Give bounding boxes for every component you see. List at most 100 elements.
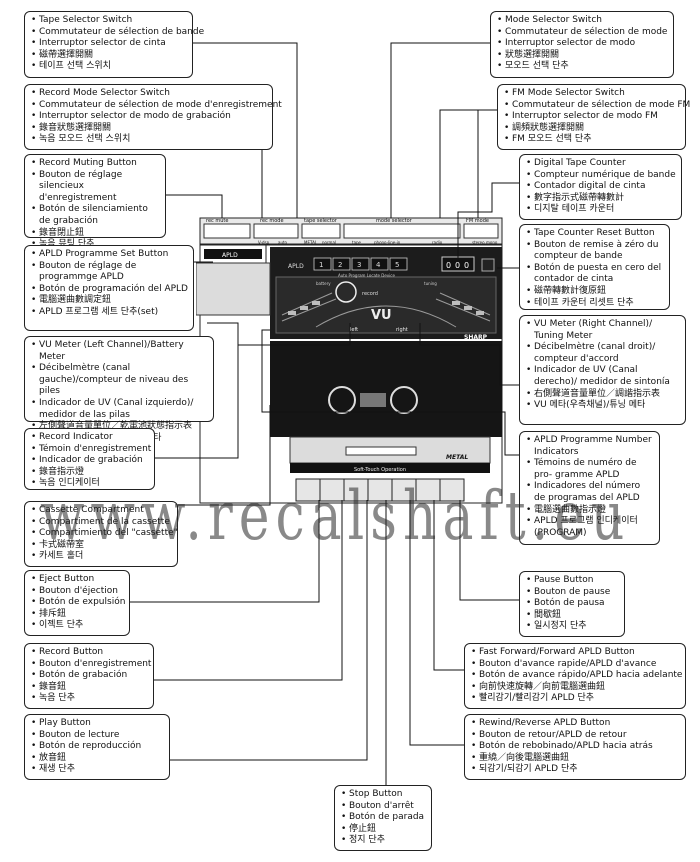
lbl-mode-selector: mode selector: [376, 218, 413, 224]
digital-counter-ko: 디지탈 테이프 카운터: [526, 204, 676, 216]
apld-number-en: APLD Programme Number Indicators: [526, 435, 654, 458]
rec-mode-switch[interactable]: [253, 223, 299, 239]
pause-ko: 일시정지 단추: [526, 621, 619, 633]
digital-counter-en: Digital Tape Counter: [526, 158, 676, 170]
lbl-record: record: [362, 291, 378, 297]
mode-selector-ko: 모오드 선택 단추: [497, 61, 668, 73]
fm-mode-switch[interactable]: [463, 223, 499, 239]
callout-apld-set: APLD Programme Set Button Bouton de régl…: [24, 245, 194, 331]
counter-reset-es: Botón de puesta en cero del contador de …: [526, 263, 664, 286]
lbl-rec-mode-auto: auto: [278, 240, 288, 245]
record-indicator-lamp: [335, 281, 357, 303]
callout-record: Record Button Bouton d'enregistrement Bo…: [24, 643, 154, 709]
prog-num-3: 3: [357, 261, 361, 269]
rec-mute-switch[interactable]: [203, 223, 251, 239]
line-fm-mode-2: [477, 109, 497, 218]
line-play: [130, 500, 368, 761]
cassette-compartment[interactable]: [270, 341, 502, 437]
callout-vu-right: VU Meter (Right Channel)/ Tuning Meter D…: [519, 315, 686, 425]
play-ko: 재생 단추: [31, 764, 164, 776]
eject-fr: Bouton d'éjection: [31, 586, 124, 598]
lbl-rec-mute: rec mute: [206, 218, 228, 224]
record-ko: 녹음 단추: [31, 693, 148, 705]
vu-left-zh: 左側聲道音量單位／乾電池狀態指示表: [31, 421, 208, 433]
record-muting-zh: 錄音閉止鈕: [31, 228, 160, 240]
vu-segments: [288, 301, 484, 315]
counter-reset-zh: 磁帶轉數計復原鈕: [526, 286, 664, 298]
vu-right-en: VU Meter (Right Channel)/ Tuning Meter: [526, 319, 680, 342]
counter-digit-3: 0: [464, 261, 469, 270]
digital-counter-es: Contador digital de cinta: [526, 181, 676, 193]
play-es: Botón de reproducción: [31, 741, 164, 753]
lbl-soft-touch: Soft-Touch Operation: [354, 467, 406, 473]
line-apld-number: [261, 329, 519, 456]
pause-es: Botón de pausa: [526, 598, 619, 610]
line-vu-left: [207, 322, 351, 346]
ffwd-es: Botón de avance rápido/APLD hacia adelan…: [471, 670, 682, 682]
ffwd-zh: 向前快速旋轉／向前電腦選曲鈕: [471, 682, 680, 694]
counter-reset-ko: 테이프 카운터 리셋트 단추: [526, 298, 664, 310]
apld-set-en: APLD Programme Set Button: [31, 249, 188, 261]
line-pause: [459, 500, 519, 601]
lbl-battery: battery: [316, 281, 331, 286]
record-muting-ko: 녹음 뮤팅 단추: [31, 239, 160, 251]
callout-record-indicator: Record Indicator Témoin d'enregistrement…: [24, 428, 155, 490]
line-fm-mode: [439, 109, 497, 218]
eject-ko: 이젝트 단추: [31, 620, 124, 632]
apld-set-button[interactable]: [204, 249, 262, 259]
lbl-apld: APLD: [222, 252, 238, 259]
program-indicator-5: [389, 257, 408, 271]
cassette-fr: Compartiment de la cassette: [31, 517, 172, 529]
callout-play: Play Button Bouton de lecture Botón de r…: [24, 714, 170, 780]
vu-right-ko: VU 메타(우측채널)/튜닝 메타: [526, 400, 680, 412]
ffwd-en: Fast Forward/Forward APLD Button: [471, 647, 680, 659]
callout-mode-selector: Mode Selector Switch Commutateur de séle…: [490, 11, 674, 78]
mode-selector-en: Mode Selector Switch: [497, 15, 668, 27]
record-mode-en: Record Mode Selector Switch: [31, 88, 267, 100]
lbl-tape-normal: normal: [322, 240, 336, 245]
fm-mode-fr: Commutateur de sélection de mode FM: [504, 100, 690, 112]
lbl-mode-phono: phono-line-in: [374, 240, 401, 245]
record-fr: Bouton d'enregistrement: [31, 659, 151, 671]
line-vu-right: [419, 323, 519, 386]
lbl-tuning: tuning: [424, 281, 437, 286]
ffwd-ko: 빨리감기/빨리감기 APLD 단추: [471, 693, 680, 705]
vu-left-fr: Décibelmètre (canal gauche)/compteur de …: [31, 363, 208, 398]
line-cassette: [178, 405, 271, 506]
deck-drawing: rec mute rec mode tape selector mode sel…: [195, 217, 503, 504]
record-indicator-ko: 녹음 인디케이터: [31, 478, 149, 490]
lbl-rec-mode-vdsp: V-dsp: [258, 240, 270, 245]
line-rewind: [409, 500, 464, 746]
record-indicator-es: Indicador de grabación: [31, 455, 149, 467]
callout-rewind: Rewind/Reverse APLD Button Bouton de ret…: [464, 714, 686, 780]
counter-digit-1: 0: [446, 261, 451, 270]
callout-pause: Pause Button Bouton de pause Botón de pa…: [519, 571, 625, 637]
apld-number-zh: 電腦選曲數指示燈: [526, 505, 654, 517]
rewind-ko: 되감기/되감기 APLD 단추: [471, 764, 680, 776]
mode-selector-switch[interactable]: [343, 223, 461, 239]
line-record-muting: [166, 194, 223, 218]
callout-tape-selector: Tape Selector Switch Commutateur de séle…: [24, 11, 204, 78]
stop-ko: 정지 단추: [341, 835, 426, 847]
record-mode-zh: 錄音狀態選擇開關: [31, 123, 267, 135]
stop-es: Botón de parada: [341, 812, 426, 824]
line-digital-counter: [457, 182, 519, 258]
record-indicator-fr: Témoin d'enregistrement: [31, 444, 151, 456]
lbl-tape-metal: METAL: [304, 240, 318, 245]
cassette-deck-illustration: rec mute rec mode tape selector mode sel…: [195, 215, 506, 505]
lbl-fm-mode: FM mode: [466, 218, 489, 224]
apld-number-fr: Témoins de numéro de pro- gramme APLD: [526, 458, 654, 481]
prog-num-2: 2: [338, 261, 342, 269]
prog-num-1: 1: [319, 261, 323, 269]
counter-digit-2: 0: [455, 261, 460, 270]
stop-en: Stop Button: [341, 789, 426, 801]
tape-selector-switch[interactable]: [301, 223, 341, 239]
lbl-apld-logo: APLD: [288, 263, 304, 270]
vu-right-fr: Décibelmètre (canal droit)/ compteur d'a…: [526, 342, 680, 365]
record-muting-es: Botón de silenciamiento de grabación: [31, 204, 160, 227]
rewind-fr: Bouton de retour/APLD de retour: [471, 730, 680, 742]
counter-reset-button[interactable]: [481, 258, 495, 272]
rewind-en: Rewind/Reverse APLD Button: [471, 718, 680, 730]
pause-key[interactable]: [439, 478, 465, 502]
